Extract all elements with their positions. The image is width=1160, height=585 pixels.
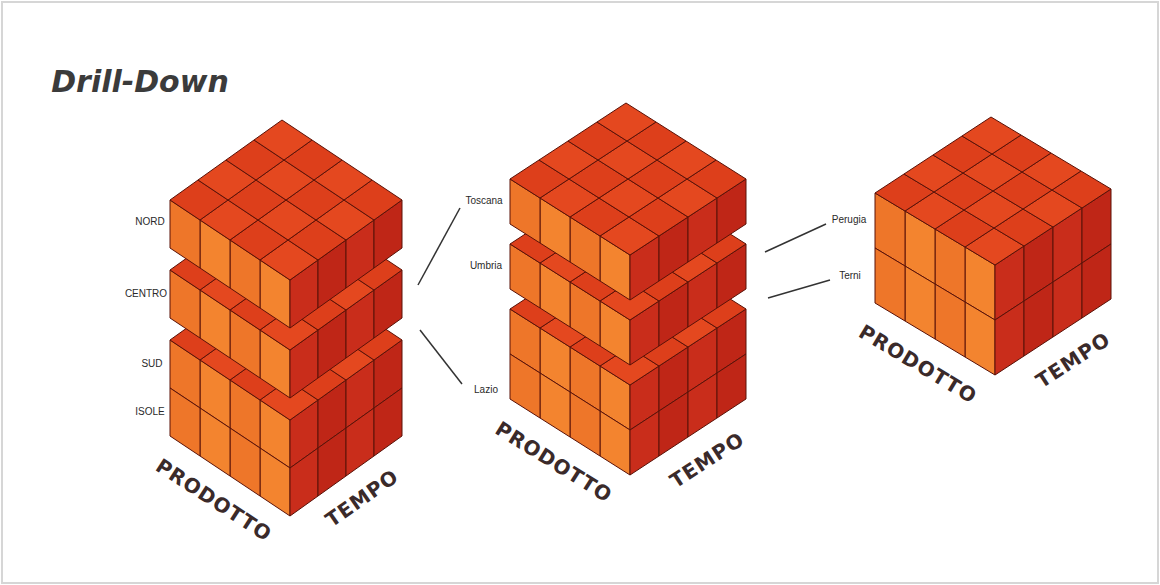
cube-cell (995, 301, 1024, 375)
cube-cell (962, 117, 1021, 154)
cube-cell (170, 388, 200, 456)
cube-cell (659, 392, 688, 456)
cube-cell (374, 388, 402, 456)
cube-cell (1053, 263, 1082, 337)
leader-line (418, 208, 460, 285)
province-label: Perugia (830, 214, 868, 226)
cube-cell (1082, 244, 1111, 318)
cube-cell (254, 120, 312, 160)
cube-cell (965, 302, 995, 375)
region-label: Lazio (472, 384, 500, 396)
region-label: Toscana (463, 195, 504, 207)
region-label: NORD (133, 216, 166, 228)
province-label: Terni (837, 270, 863, 282)
cube-cell (346, 408, 374, 476)
cube-cell (318, 428, 346, 496)
leader-line (765, 224, 826, 252)
title: Drill-Down (51, 67, 229, 97)
cube-cell (717, 354, 746, 418)
cube-cell (905, 266, 935, 339)
cube-cell (540, 373, 570, 437)
leader-line (768, 280, 830, 298)
cube-cell (688, 373, 717, 437)
cube-cell (600, 411, 630, 475)
leader-line (420, 330, 462, 384)
region-label: Umbria (468, 260, 504, 272)
cube-cell (200, 408, 230, 476)
cube-cell (935, 284, 965, 357)
region-label: ISOLE (133, 406, 166, 418)
cube-cell (875, 248, 905, 321)
region-label: CENTRO (123, 288, 169, 300)
cube-cell (1024, 282, 1053, 356)
cube-cell (570, 392, 600, 456)
cube-cell (260, 448, 290, 516)
region-label: SUD (139, 358, 164, 370)
cube-cell (290, 448, 318, 516)
cube-cell (597, 103, 656, 141)
cubes (170, 103, 1111, 516)
cube-cell (230, 428, 260, 496)
leader-lines (418, 208, 830, 384)
cube-cell (630, 411, 659, 475)
cube-cell (510, 354, 540, 418)
